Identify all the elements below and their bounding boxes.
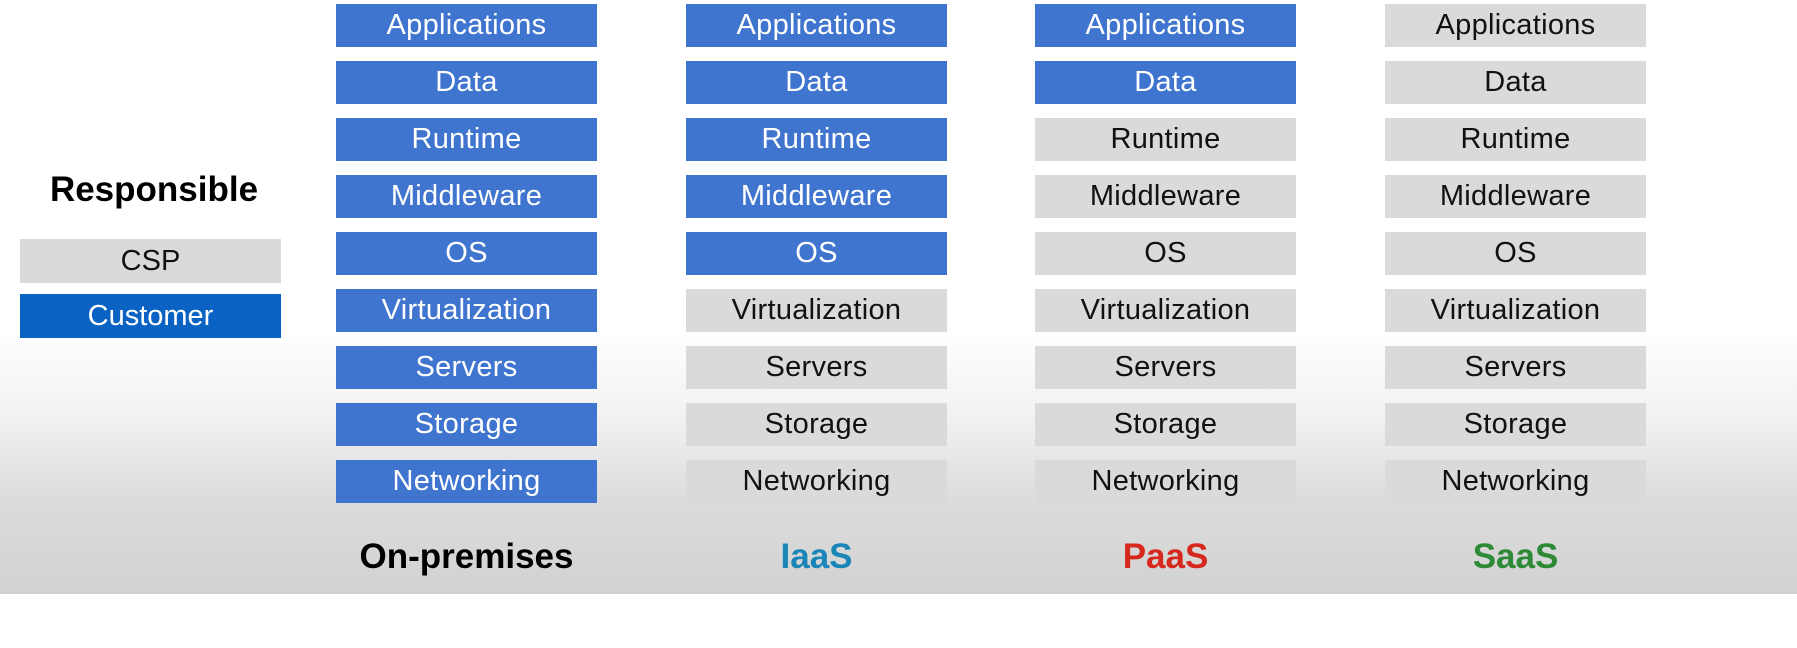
layer-networking: Networking — [686, 460, 947, 503]
layer-applications: Applications — [1035, 4, 1296, 47]
layer-os: OS — [336, 232, 597, 275]
layer-data: Data — [1385, 61, 1646, 104]
layer-networking: Networking — [336, 460, 597, 503]
label-on-premises: On-premises — [359, 537, 574, 576]
layer-servers: Servers — [1035, 346, 1296, 389]
layer-os: OS — [1385, 232, 1646, 275]
label-iaas: IaaS — [780, 537, 853, 576]
layer-data: Data — [336, 61, 597, 104]
layer-virtualization: Virtualization — [1035, 289, 1296, 332]
label-saas: SaaS — [1472, 537, 1559, 576]
legend-title: Responsible — [49, 170, 259, 209]
layer-runtime: Runtime — [336, 118, 597, 161]
legend-customer: Customer — [20, 294, 281, 338]
layer-servers: Servers — [686, 346, 947, 389]
layer-middleware: Middleware — [336, 175, 597, 218]
layer-networking: Networking — [1035, 460, 1296, 503]
layer-storage: Storage — [686, 403, 947, 446]
layer-os: OS — [1035, 232, 1296, 275]
layer-virtualization: Virtualization — [1385, 289, 1646, 332]
layer-applications: Applications — [336, 4, 597, 47]
label-paas: PaaS — [1122, 537, 1209, 576]
layer-servers: Servers — [336, 346, 597, 389]
layer-virtualization: Virtualization — [686, 289, 947, 332]
layer-storage: Storage — [1385, 403, 1646, 446]
legend-csp: CSP — [20, 239, 281, 283]
layer-servers: Servers — [1385, 346, 1646, 389]
layer-middleware: Middleware — [686, 175, 947, 218]
layer-middleware: Middleware — [1385, 175, 1646, 218]
layer-runtime: Runtime — [1385, 118, 1646, 161]
layer-storage: Storage — [336, 403, 597, 446]
layer-data: Data — [686, 61, 947, 104]
layer-runtime: Runtime — [686, 118, 947, 161]
layer-os: OS — [686, 232, 947, 275]
layer-virtualization: Virtualization — [336, 289, 597, 332]
layer-middleware: Middleware — [1035, 175, 1296, 218]
layer-networking: Networking — [1385, 460, 1646, 503]
layer-data: Data — [1035, 61, 1296, 104]
layer-applications: Applications — [686, 4, 947, 47]
layer-runtime: Runtime — [1035, 118, 1296, 161]
layer-applications: Applications — [1385, 4, 1646, 47]
layer-storage: Storage — [1035, 403, 1296, 446]
